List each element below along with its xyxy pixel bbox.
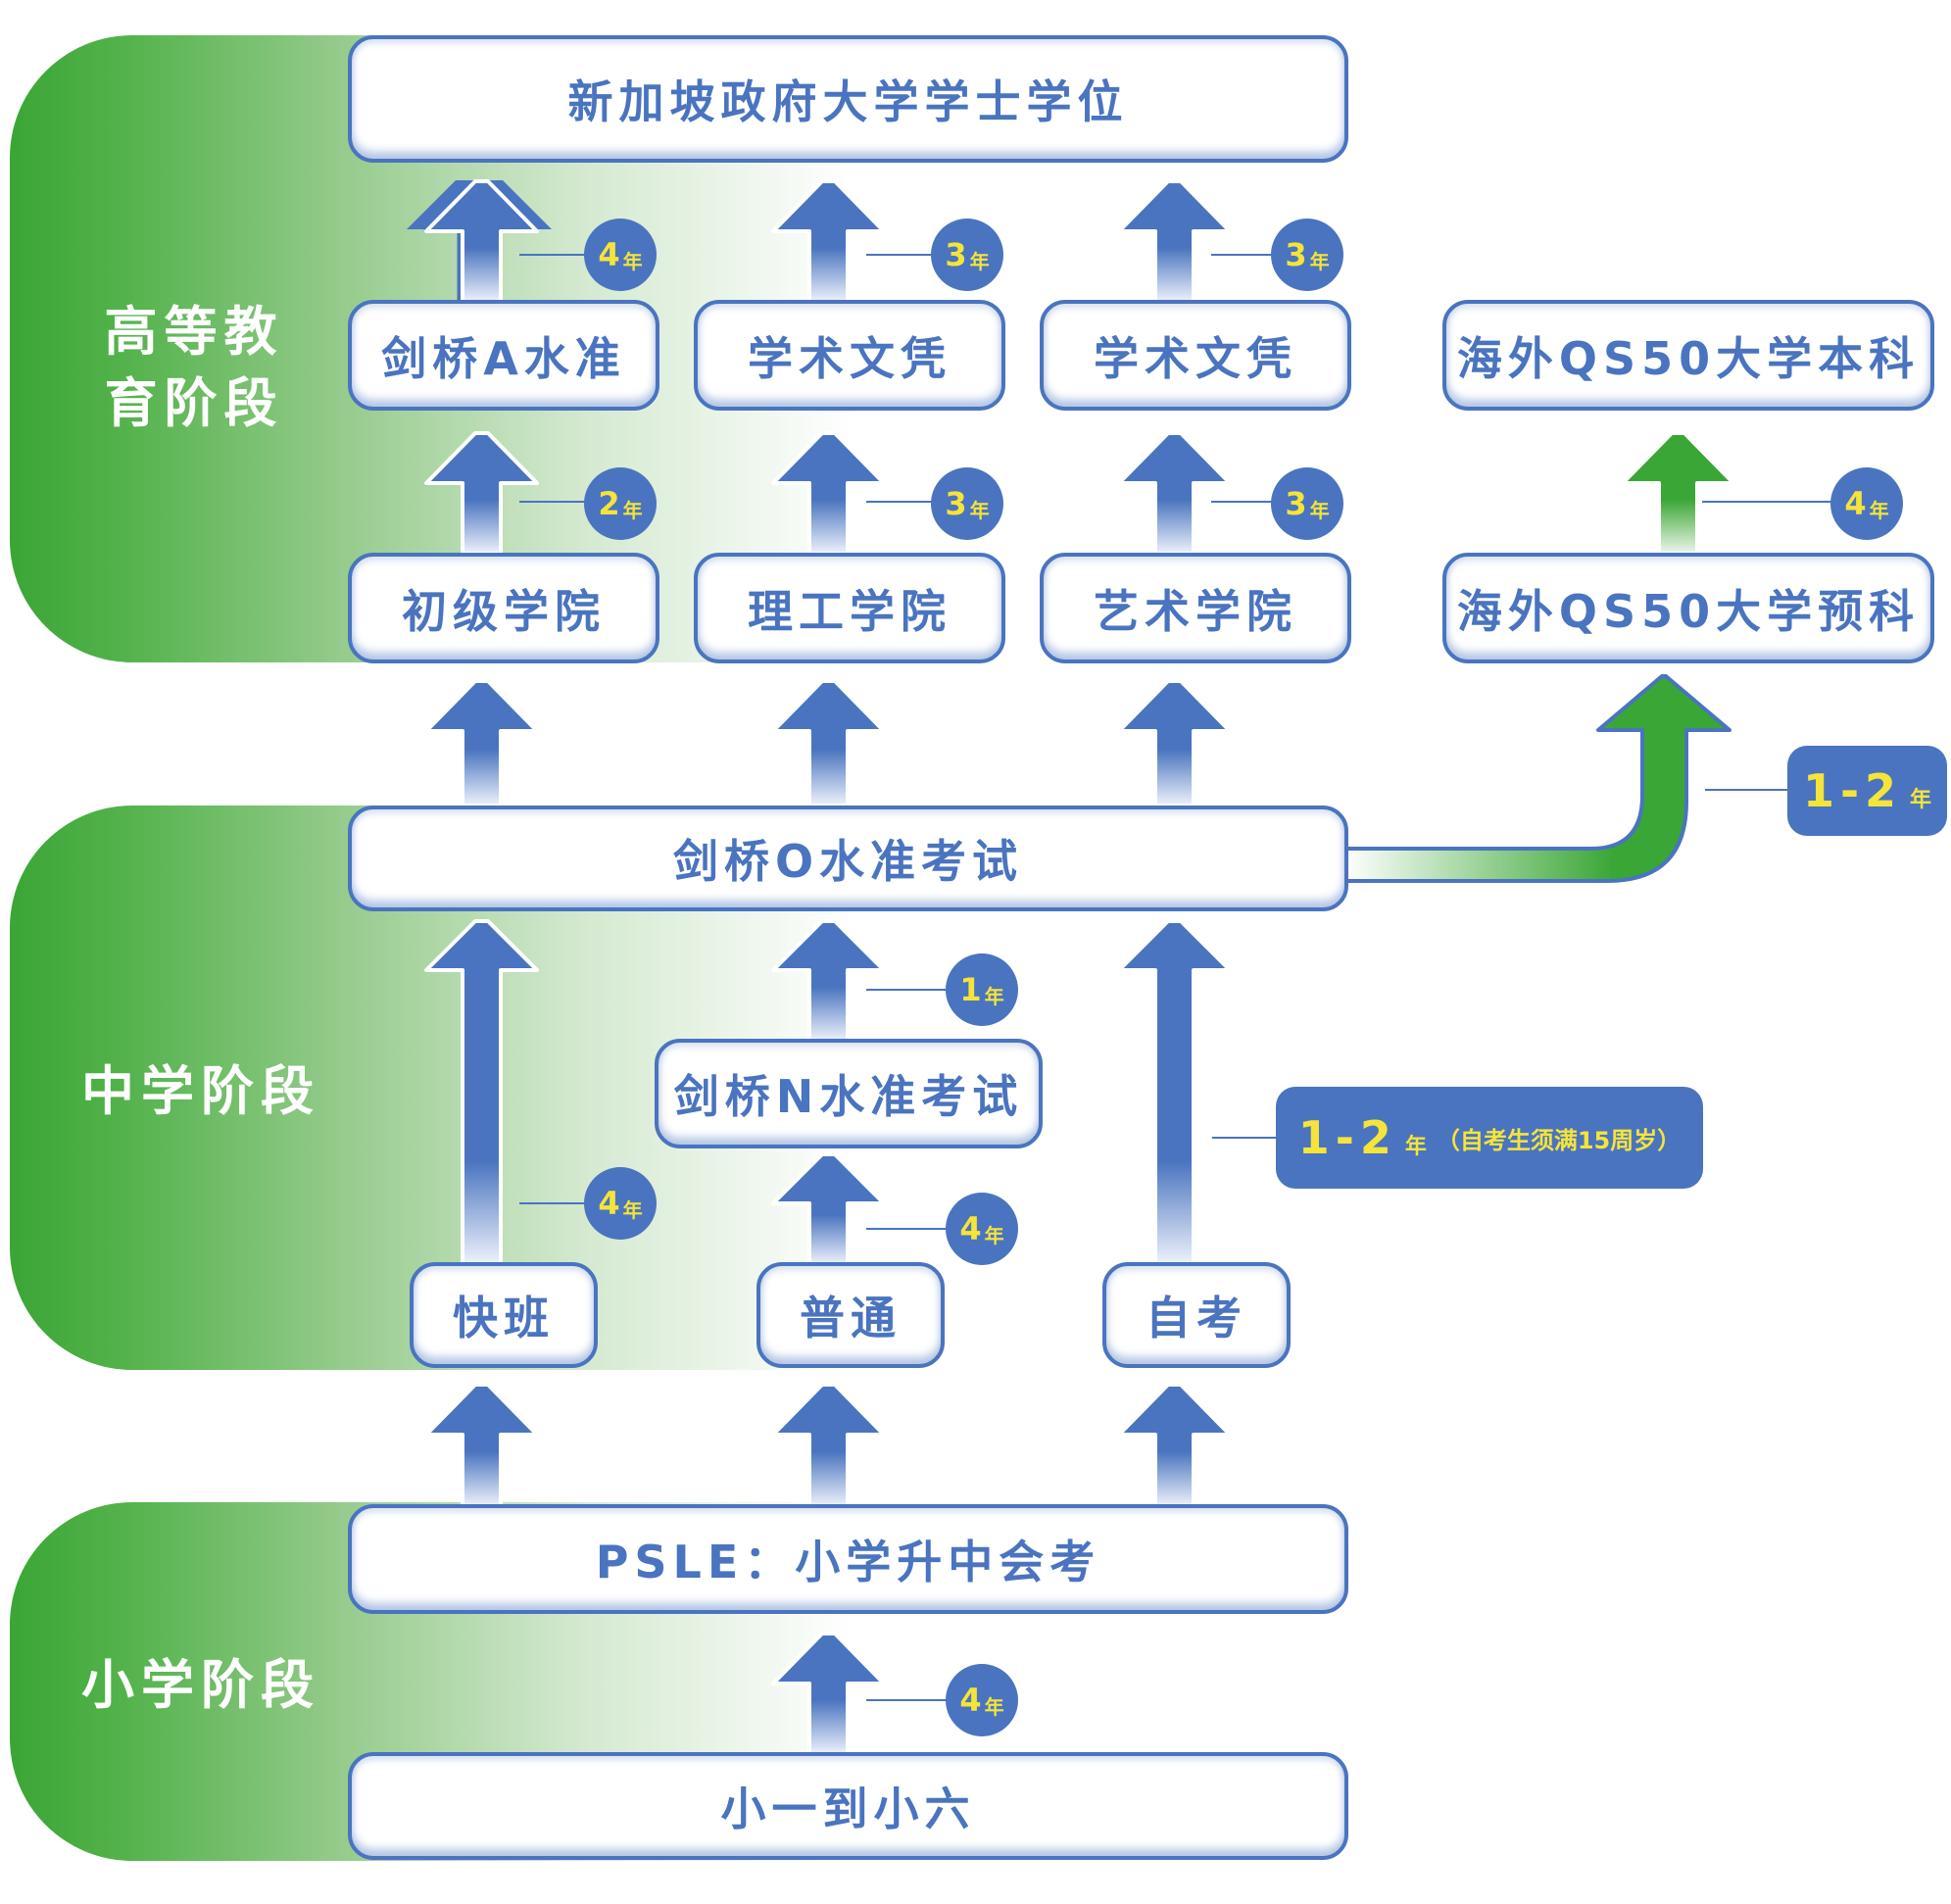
box-junior-college: 初级学院	[348, 553, 659, 663]
box-diploma-2: 学术文凭	[1040, 300, 1351, 411]
box-n-level: 剑桥N水准考试	[655, 1039, 1043, 1148]
box-overseas-bachelor: 海外QS50大学本科	[1442, 300, 1934, 411]
arrow-express-to-olevel	[424, 919, 539, 1266]
arrow-private-to-olevel	[1117, 919, 1232, 1266]
box-degree: 新加坡政府大学学士学位	[348, 35, 1348, 163]
stage-label-higher: 高等教育阶段	[104, 301, 284, 435]
arrow-olevel-to-poly	[771, 679, 886, 807]
stage-label-primary: 小学阶段	[81, 1654, 320, 1716]
box-express: 快班	[410, 1262, 598, 1368]
arrow-psle-to-private	[1117, 1383, 1232, 1508]
arrow-primary-to-psle	[771, 1632, 886, 1756]
arrow-jc-to-a	[424, 431, 539, 556]
arrow-dip2-to-degree	[1117, 179, 1232, 304]
arrow-foundation-to-bachelor	[1621, 431, 1735, 556]
box-arts-institution: 艺术学院	[1040, 553, 1351, 663]
arrow-a-to-degree	[424, 179, 539, 304]
arrow-psle-to-express	[424, 1383, 539, 1508]
box-normal: 普通	[756, 1262, 945, 1368]
arrow-olevel-to-foundation	[1342, 674, 1732, 883]
arrow-nlevel-to-olevel	[771, 919, 886, 1043]
arrow-olevel-to-arts	[1117, 679, 1232, 807]
box-o-level: 剑桥O水准考试	[348, 806, 1348, 911]
arrow-poly-to-dip	[771, 431, 886, 556]
arrow-arts-to-dip	[1117, 431, 1232, 556]
box-diploma-1: 学术文凭	[694, 300, 1005, 411]
arrow-psle-to-normal	[771, 1383, 886, 1508]
box-private-candidate: 自考	[1102, 1262, 1291, 1368]
box-overseas-foundation: 海外QS50大学预科	[1442, 553, 1934, 663]
arrow-normal-to-nlevel	[771, 1152, 886, 1266]
stage-label-secondary: 中学阶段	[81, 1060, 320, 1122]
arrow-dip1-to-degree	[771, 179, 886, 304]
box-psle: PSLE：小学升中会考	[348, 1504, 1348, 1614]
arrow-olevel-to-jc	[424, 679, 539, 807]
box-primary-1-6: 小一到小六	[348, 1752, 1348, 1860]
box-a-level: 剑桥A水准	[348, 300, 659, 411]
box-polytechnic: 理工学院	[694, 553, 1005, 663]
